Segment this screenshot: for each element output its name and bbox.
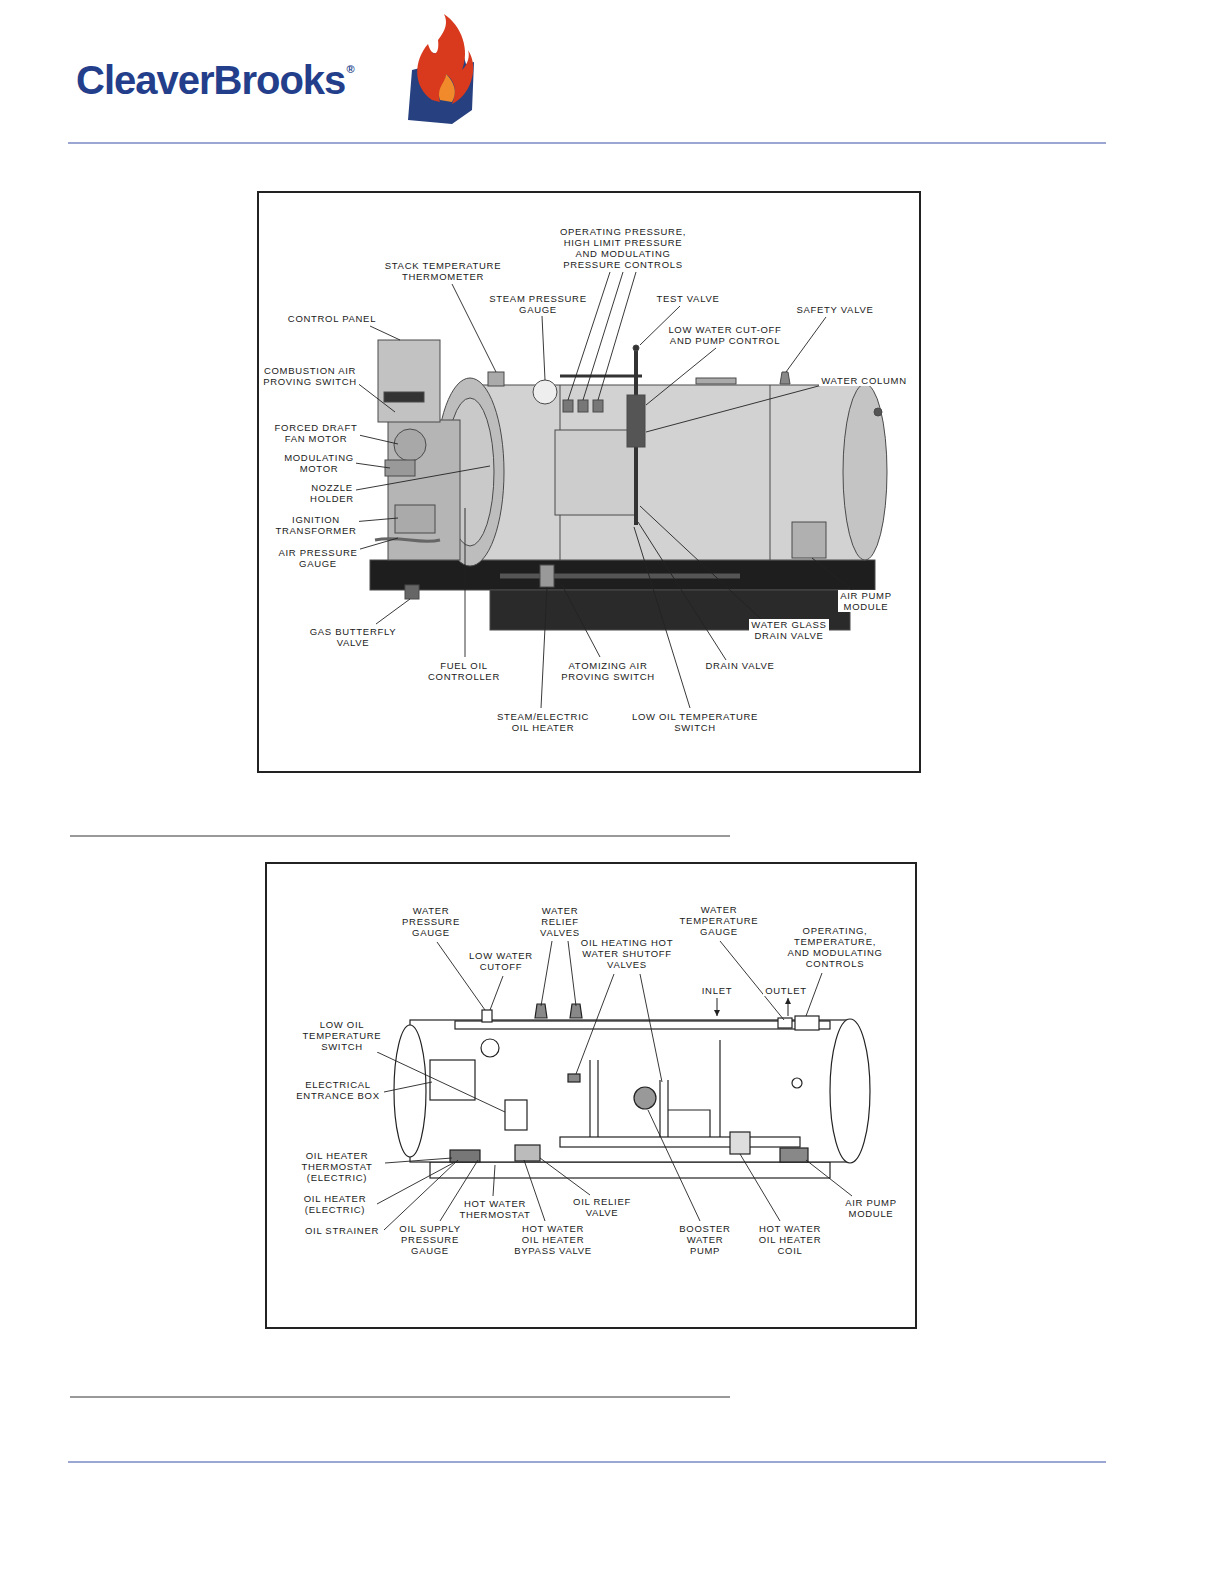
trademark-mark: ®: [346, 64, 354, 75]
callout-label: TEST VALVE: [655, 293, 722, 304]
callout-label: OIL STRAINER: [303, 1225, 382, 1236]
leader-line: [376, 599, 410, 624]
callout-label: FORCED DRAFT FAN MOTOR: [273, 422, 360, 444]
callout-label: WATER COLUMN: [819, 375, 909, 386]
leader-line: [384, 1082, 432, 1092]
callout-label: FUEL OIL CONTROLLER: [426, 660, 502, 682]
leader-line: [465, 508, 466, 657]
callout-label: OIL HEATER THERMOSTAT (ELECTRIC): [299, 1150, 375, 1183]
leader-line: [806, 1160, 852, 1196]
leader-line: [541, 941, 552, 1006]
callout-label: STACK TEMPERATURE THERMOMETER: [383, 260, 504, 282]
flow-arrows: [714, 998, 791, 1016]
callout-label: WATER RELIEF VALVES: [538, 905, 582, 938]
callout-label: LOW WATER CUT-OFF AND PUMP CONTROL: [666, 324, 784, 346]
leader-line: [541, 587, 547, 708]
callout-label: OUTLET: [763, 985, 809, 996]
callout-label: OIL SUPPLY PRESSURE GAUGE: [397, 1223, 463, 1256]
leader-line: [638, 522, 726, 660]
callout-label: BOOSTER WATER PUMP: [677, 1223, 733, 1256]
callout-label: ELECTRICAL ENTRANCE BOX: [294, 1079, 382, 1101]
leader-line: [490, 976, 503, 1010]
callout-label: SAFETY VALVE: [794, 304, 876, 315]
rule: [68, 1461, 1106, 1462]
callout-label: OIL HEATING HOT WATER SHUTOFF VALVES: [579, 937, 676, 970]
callout-label: IGNITION TRANSFORMER: [273, 514, 359, 536]
leader-line: [576, 974, 614, 1074]
callout-label: MODULATING MOTOR: [282, 452, 356, 474]
rule: [70, 1397, 730, 1398]
callout-label: NOZZLE HOLDER: [308, 482, 356, 504]
arrow-head: [714, 1010, 720, 1016]
callout-label: ATOMIZING AIR PROVING SWITCH: [559, 660, 657, 682]
callout-label: HOT WATER OIL HEATER BYPASS VALVE: [512, 1223, 594, 1256]
leader-line: [598, 272, 636, 400]
arrow-head: [785, 998, 791, 1004]
callout-label: DRAIN VALVE: [703, 660, 777, 671]
leader-lines: [348, 272, 852, 1230]
rule: [68, 142, 1106, 143]
brand-logo: CleaverBrooks: [76, 60, 345, 100]
callout-label: INLET: [700, 985, 735, 996]
callout-label: HOT WATER THERMOSTAT: [457, 1198, 533, 1220]
callout-label: AIR PRESSURE GAUGE: [276, 547, 360, 569]
leader-line: [385, 1158, 452, 1163]
leader-line: [542, 316, 545, 380]
callout-label: WATER GLASS DRAIN VALVE: [749, 619, 829, 641]
callout-label: GAS BUTTERFLY VALVE: [308, 626, 399, 648]
leader-line: [356, 466, 490, 490]
boiler-drawing: [394, 1004, 870, 1178]
callout-label: WATER PRESSURE GAUGE: [400, 905, 462, 938]
callout-label: COMBUSTION AIR PROVING SWITCH: [261, 365, 359, 387]
figure-frame: [258, 192, 920, 772]
leader-line: [377, 1052, 505, 1112]
callout-label: STEAM/ELECTRIC OIL HEATER: [495, 711, 592, 733]
leader-line: [493, 1165, 495, 1196]
leader-line: [384, 1160, 458, 1230]
leader-line: [356, 382, 395, 412]
leader-line: [740, 1154, 780, 1221]
leader-line: [648, 1110, 700, 1221]
callout-label: OIL RELIEF VALVE: [571, 1196, 633, 1218]
callout-label: HOT WATER OIL HEATER COIL: [757, 1223, 824, 1256]
callout-label: AIR PUMP MODULE: [843, 1197, 899, 1219]
leader-line: [646, 384, 826, 432]
logo-icon: [408, 14, 474, 124]
leader-line: [640, 506, 762, 620]
callout-label: OPERATING, TEMPERATURE, AND MODULATING C…: [785, 925, 885, 969]
callout-label: OIL HEATER (ELECTRIC): [302, 1193, 369, 1215]
callout-label: AIR PUMP MODULE: [838, 590, 894, 612]
callout-label: WATER TEMPERATURE GAUGE: [678, 904, 761, 937]
leader-line: [786, 317, 826, 372]
callout-label: LOW OIL TEMPERATURE SWITCH: [631, 711, 759, 733]
figure-frame: [266, 863, 916, 1328]
leader-line: [720, 941, 784, 1020]
leader-line: [370, 326, 400, 340]
callout-label: CONTROL PANEL: [286, 313, 379, 324]
callout-label: OPERATING PRESSURE, HIGH LIMIT PRESSURE …: [558, 226, 689, 270]
leader-line: [377, 1162, 455, 1204]
leader-line: [540, 1158, 590, 1195]
callout-label: STEAM PRESSURE GAUGE: [487, 293, 589, 315]
callout-label: LOW WATER CUTOFF: [467, 950, 535, 972]
leader-line: [640, 974, 662, 1082]
rule: [70, 836, 730, 837]
leader-line: [568, 941, 576, 1006]
leader-line: [646, 348, 716, 405]
leader-line: [812, 558, 852, 590]
callout-label: LOW OIL TEMPERATURE SWITCH: [301, 1019, 384, 1052]
leader-line: [562, 585, 600, 657]
boiler-photo: [370, 340, 887, 630]
